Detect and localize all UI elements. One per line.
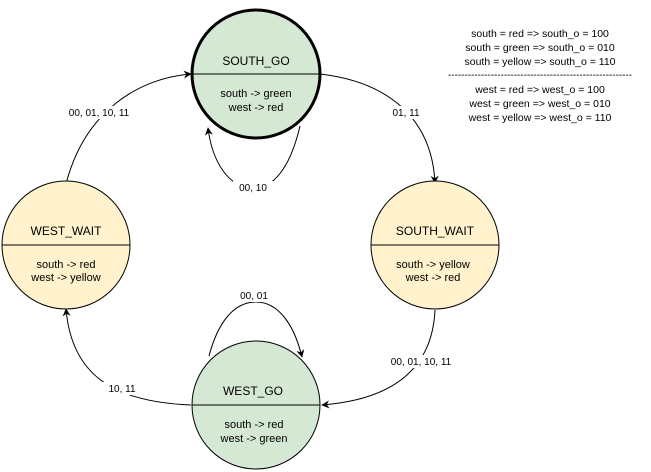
- edge-west-wait-to-south-go: [65, 70, 192, 185]
- legend-west-green: west = green => west_o = 010: [468, 98, 610, 110]
- state-west-go-output-1: south -> red: [224, 419, 283, 431]
- legend-separator: ----------------------------------------…: [448, 69, 632, 81]
- state-west-wait-output-2: west -> yellow: [30, 272, 100, 284]
- label-south-wait-to-west-go: 00, 01, 10, 11: [391, 357, 452, 368]
- label-west-go-to-west-wait: 10, 11: [108, 384, 135, 395]
- state-south-go: SOUTH_GO south -> green west -> red: [190, 8, 322, 140]
- state-south-wait-output-1: south -> yellow: [396, 259, 470, 271]
- state-west-go: WEST_GO south -> red west -> green: [191, 340, 321, 470]
- output-encoding-legend: south = red => south_o = 100 south = gre…: [448, 28, 632, 124]
- edge-south-go-to-south-wait: [319, 73, 439, 184]
- legend-south-red: south = red => south_o = 100: [471, 28, 609, 40]
- label-south-go-to-south-wait: 01, 11: [392, 108, 419, 119]
- state-west-go-name: WEST_GO: [223, 384, 283, 398]
- label-west-wait-to-south-go: 00, 01, 10, 11: [69, 108, 130, 119]
- state-west-wait-name: WEST_WAIT: [31, 224, 103, 238]
- state-west-wait-output-1: south -> red: [36, 259, 95, 271]
- legend-west-red: west = red => west_o = 100: [474, 84, 605, 96]
- state-south-wait: SOUTH_WAIT south -> yellow west -> red: [370, 180, 500, 310]
- legend-south-yellow: south = yellow => south_o = 110: [465, 56, 616, 68]
- state-south-wait-name: SOUTH_WAIT: [396, 224, 475, 238]
- legend-south-green: south = green => south_o = 010: [465, 42, 615, 54]
- state-south-go-name: SOUTH_GO: [222, 54, 289, 68]
- legend-west-yellow: west = yellow => west_o = 110: [468, 112, 612, 124]
- edge-south-wait-to-west-go: [321, 309, 436, 409]
- state-west-go-output-2: west -> green: [220, 433, 288, 445]
- state-south-go-output-2: west -> red: [228, 102, 284, 114]
- state-south-wait-output-2: west -> red: [405, 272, 461, 284]
- state-south-go-output-1: south -> green: [220, 88, 291, 100]
- label-south-go-self-loop: 00, 10: [239, 183, 267, 194]
- state-west-wait: WEST_WAIT south -> red west -> yellow: [1, 180, 131, 310]
- label-west-go-self-loop: 00, 01: [240, 291, 268, 302]
